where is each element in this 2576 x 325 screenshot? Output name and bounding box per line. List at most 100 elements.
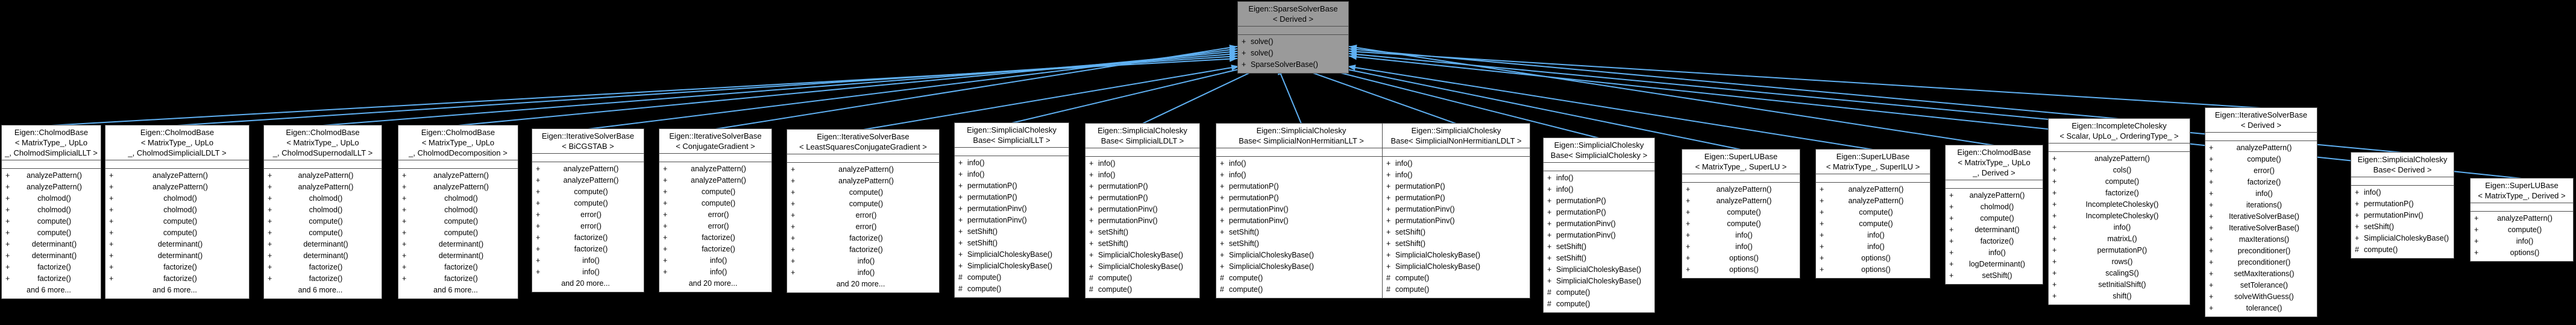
method-label: permutationP() <box>2097 246 2147 254</box>
class-name: Eigen::IncompleteCholesky< Scalar, UpLo_… <box>2049 119 2190 144</box>
method-label: setTolerance() <box>2240 281 2289 289</box>
visibility-marker: + <box>536 176 541 185</box>
visibility-marker: + <box>2052 177 2057 186</box>
method-list: +analyzePattern()+analyzePattern()+compu… <box>1682 183 1800 278</box>
class-box-iterative-solver-base-bicgstab[interactable]: Eigen::IterativeSolverBase< BiCGSTAB > +… <box>532 128 644 292</box>
visibility-marker: + <box>536 233 541 242</box>
visibility-marker: # <box>1386 285 1390 294</box>
visibility-marker: + <box>663 256 668 265</box>
visibility-marker: + <box>1089 239 1094 248</box>
method-label: permutationPinv() <box>1098 216 1158 225</box>
method-label: error() <box>2254 166 2275 175</box>
method-label: factorize() <box>1980 237 2014 245</box>
visibility-marker: + <box>1089 171 1094 179</box>
class-name: Eigen::IterativeSolverBase< ConjugateGra… <box>659 129 771 154</box>
method-label: compute() <box>967 273 1002 282</box>
visibility-marker: + <box>402 274 407 283</box>
visibility-marker: + <box>5 263 10 271</box>
method-label: determinant() <box>31 251 77 260</box>
method-label: compute() <box>574 199 608 207</box>
visibility-marker: + <box>109 183 114 191</box>
visibility-marker: + <box>402 194 407 203</box>
visibility-marker: + <box>109 217 114 226</box>
class-box-superlu-base-superilu[interactable]: Eigen::SuperLUBase< MatrixType_, SuperIL… <box>1815 149 1930 279</box>
method-label: SimplicialCholeskyBase() <box>1229 262 1315 271</box>
method-label: options() <box>1729 254 1759 262</box>
method-label: info() <box>1395 159 1413 168</box>
visibility-marker: + <box>2209 178 2214 186</box>
class-box-iterative-solver-base-least-squares-conjugate-gradient[interactable]: Eigen::IterativeSolverBase< LeastSquares… <box>787 129 940 293</box>
visibility-marker: + <box>1686 208 1691 216</box>
class-box-iterative-solver-base-conjugate-gradient[interactable]: Eigen::IterativeSolverBase< ConjugateGra… <box>659 128 772 292</box>
method-label: compute() <box>1395 274 1430 282</box>
method-list: +analyzePattern()+analyzePattern()+compu… <box>659 162 771 292</box>
method-label: determinant() <box>157 240 203 248</box>
visibility-marker: + <box>663 245 668 253</box>
visibility-marker: + <box>5 229 10 237</box>
class-attributes-empty <box>955 148 1069 156</box>
class-attributes-empty <box>659 154 771 162</box>
class-box-cholmod-base-cholmod-supernodal-llt[interactable]: Eigen::CholmodBase< MatrixType_, UpLo_, … <box>263 125 382 299</box>
method-label: compute() <box>2105 177 2140 186</box>
visibility-marker: + <box>1547 231 1552 239</box>
visibility-marker: + <box>958 170 963 178</box>
class-box-cholmod-base-derived[interactable]: Eigen::CholmodBase< MatrixType_, UpLo_, … <box>1945 145 2043 285</box>
method-label: cholmod() <box>309 194 343 203</box>
method-label: compute() <box>1859 219 1893 228</box>
class-box-superlu-base-superlu[interactable]: Eigen::SuperLUBase< MatrixType_, SuperLU… <box>1682 149 1800 279</box>
class-box-incomplete-cholesky[interactable]: Eigen::IncompleteCholesky< Scalar, UpLo_… <box>2048 118 2190 305</box>
inheritance-edge-iterative-solver-base-least-squares-conjugate-gradient <box>862 65 1240 130</box>
visibility-marker: + <box>5 251 10 260</box>
method-label: analyzePattern() <box>838 177 894 185</box>
visibility-marker: + <box>1949 237 1954 245</box>
visibility-marker: + <box>791 234 796 242</box>
visibility-marker: # <box>1220 274 1224 282</box>
class-box-superlu-base-derived[interactable]: Eigen::SuperLUBase< MatrixType_, Derived… <box>2470 178 2574 262</box>
method-label: options() <box>1861 254 1891 262</box>
class-name: Eigen::IterativeSolverBase< BiCGSTAB > <box>532 129 644 154</box>
visibility-marker: # <box>958 273 963 282</box>
class-box-cholmod-base-cholmod-simplicial-ldlt[interactable]: Eigen::CholmodBase< MatrixType_, UpLo_, … <box>105 125 250 299</box>
method-label: iterations() <box>2246 201 2282 209</box>
visibility-marker: + <box>2474 226 2479 234</box>
visibility-marker: + <box>1820 197 1824 205</box>
method-label: permutationPinv() <box>1229 205 1289 213</box>
method-label: options() <box>1729 265 1759 274</box>
method-label: SimplicialCholeskyBase() <box>1556 265 1642 274</box>
visibility-marker: + <box>1220 171 1225 179</box>
visibility-marker: + <box>109 171 114 180</box>
class-box-sparse-solver-base-derived[interactable]: Eigen::SparseSolverBase< Derived > +solv… <box>1237 1 1349 74</box>
visibility-marker: + <box>1089 262 1094 271</box>
method-label: setShift() <box>1395 239 1426 248</box>
method-label: setShift() <box>1556 254 1587 262</box>
method-list: +analyzePattern()+analyzePattern()+compu… <box>1816 183 1930 278</box>
method-label: compute() <box>163 229 198 237</box>
visibility-marker: + <box>536 256 541 265</box>
method-list: +info()+permutationP()+permutationPinv()… <box>2351 186 2454 258</box>
visibility-marker: + <box>402 217 407 226</box>
visibility-marker: + <box>5 240 10 248</box>
class-box-cholmod-base-cholmod-decomposition[interactable]: Eigen::CholmodBase< MatrixType_, UpLo_, … <box>398 125 518 299</box>
visibility-marker: + <box>1242 49 1246 57</box>
method-label: factorize() <box>444 274 478 283</box>
visibility-marker: + <box>2052 212 2057 220</box>
visibility-marker: + <box>958 216 963 224</box>
inheritance-edge-simplicial-cholesky-base-simplicial-non-hermitian-ldlt <box>1295 66 1457 124</box>
method-label: info() <box>1556 185 1574 194</box>
class-box-cholmod-base-cholmod-simplicial-llt[interactable]: Eigen::CholmodBase< MatrixType_, UpLo_, … <box>1 125 101 299</box>
method-label: SimplicialCholeskyBase() <box>1556 277 1642 285</box>
method-label: setShift() <box>1098 239 1129 248</box>
visibility-marker: + <box>5 217 10 226</box>
visibility-marker: + <box>663 268 668 276</box>
visibility-marker: + <box>2209 166 2214 175</box>
visibility-marker: + <box>268 171 272 180</box>
class-box-iterative-solver-base-derived[interactable]: Eigen::IterativeSolverBase< Derived > +a… <box>2205 107 2317 317</box>
method-label: preconditioner() <box>2237 258 2291 267</box>
